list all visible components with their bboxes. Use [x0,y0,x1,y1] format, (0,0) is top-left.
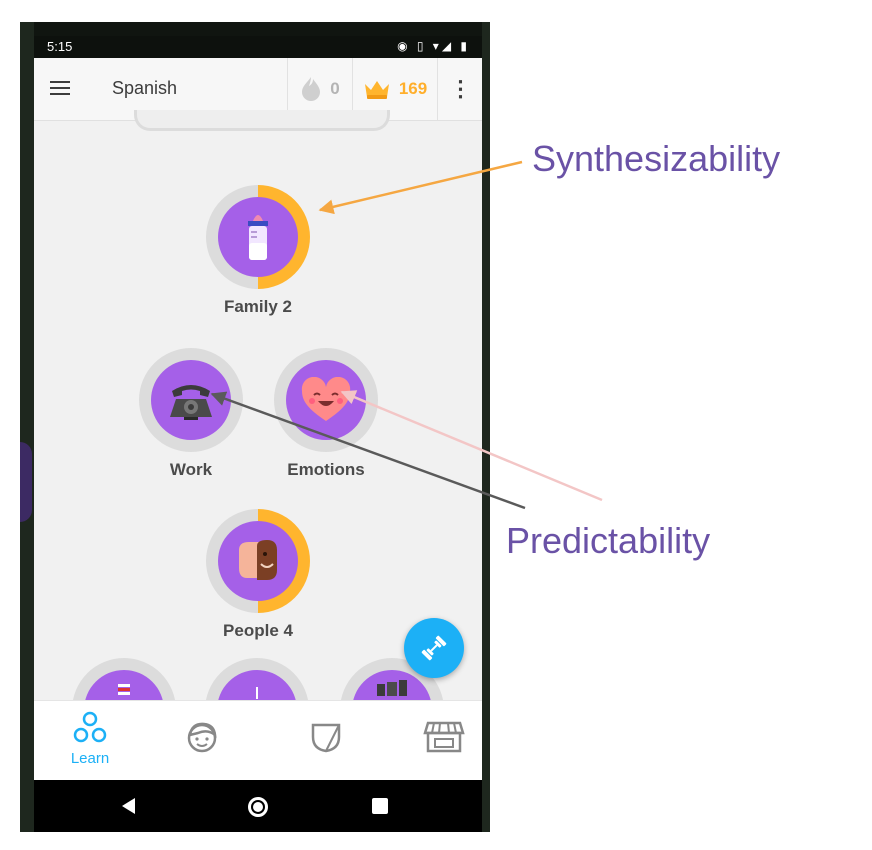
status-bar: 5:15 ◉ ▯ ▾◢ ▮ [34,36,482,58]
streak-counter[interactable]: 0 [287,58,352,120]
faces-icon [239,540,277,580]
dumbbell-icon [421,635,447,661]
tab-label: Learn [70,750,110,767]
shield-icon [311,723,341,753]
flag-icon [118,684,130,695]
skill-family-2[interactable]: Family 2 [203,185,313,317]
crown-count: 169 [398,79,428,98]
background-right-strip [482,22,490,832]
background-left-strip [20,22,34,832]
tab-leagues[interactable] [286,719,366,760]
phone-frame: 5:15 ◉ ▯ ▾◢ ▮ Spanish 0 169 ⋮ [20,22,490,832]
baby-bottle-icon [248,215,268,260]
recent-apps-icon[interactable] [372,798,388,814]
tab-shop[interactable] [404,719,482,760]
android-nav-bar [34,780,482,832]
skill-progress-ring [206,509,310,613]
building-icon [377,680,407,696]
skill-label: Emotions [287,460,365,479]
pin-icon [256,687,258,699]
skill-label: Work [169,460,213,479]
predictability-arrow-work [210,391,526,510]
skill-label: Family 2 [223,297,293,316]
skill-work[interactable]: Work [136,348,246,480]
skill-label: People 4 [223,621,293,640]
course-title[interactable]: Spanish [112,78,178,98]
previous-row-hint [134,110,390,131]
menu-icon[interactable] [48,77,72,99]
skill-people-4[interactable]: People 4 [203,509,313,641]
profile-face-icon [187,722,217,753]
skill-icon-circle [218,521,298,601]
predictability-label: Predictability [506,520,711,561]
home-icon[interactable] [248,797,268,817]
skill-icon-circle [218,197,298,277]
status-icons: ◉ ▯ ▾◢ ▮ [397,39,470,53]
skill-progress-ring [206,185,310,289]
telephone-icon [170,385,212,420]
flame-icon [302,77,321,101]
shop-icon [423,721,465,753]
smiling-heart-icon [301,377,351,421]
app-screen: 5:15 ◉ ▯ ▾◢ ▮ Spanish 0 169 ⋮ [34,36,482,832]
more-menu-icon[interactable]: ⋮ [437,58,482,120]
streak-count: 0 [330,79,340,98]
tab-profile[interactable] [162,719,242,760]
practice-button[interactable] [404,618,464,678]
tab-learn[interactable]: Learn [50,711,130,767]
status-time: 5:15 [47,39,73,54]
bottom-tab-bar: Learn [34,700,482,781]
synthesizability-arrow [318,160,523,215]
back-icon[interactable] [122,798,135,814]
crown-counter[interactable]: 169 [352,58,437,120]
predictability-arrow-emotions [340,390,603,502]
learn-circles-icon [73,711,107,743]
background-purple-blob [20,442,32,522]
crown-icon [364,81,389,99]
synthesizability-label: Synthesizability [532,138,781,179]
skill-progress-ring [139,348,243,452]
